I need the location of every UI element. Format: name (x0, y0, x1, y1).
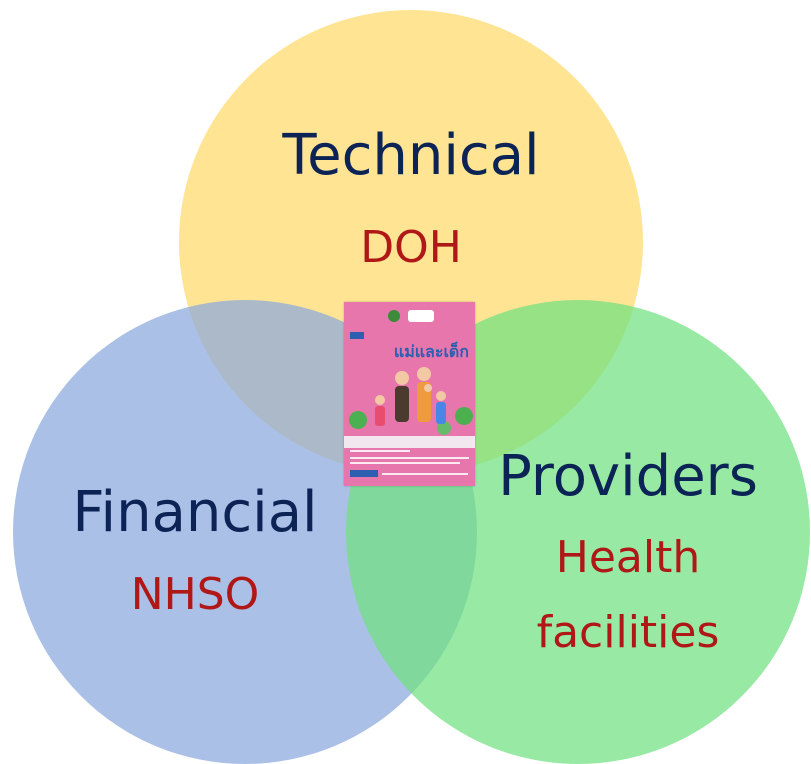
booklet-badge (350, 470, 378, 477)
booklet-text-line (382, 473, 468, 475)
providers-subtitle-line1: Health (555, 532, 701, 583)
booklet-headline: แม่และเด็ก (393, 342, 469, 361)
booklet-cover-image: แม่และเด็ก (344, 302, 475, 486)
technical-title: Technical (282, 123, 540, 188)
family-illustration (344, 367, 475, 448)
booklet-text-line (350, 457, 469, 459)
technical-subtitle: DOH (360, 222, 462, 273)
booklet-text-line (350, 450, 410, 452)
financial-title: Financial (72, 480, 318, 545)
booklet-tagline (350, 332, 365, 339)
providers-subtitle-line2: facilities (536, 607, 720, 658)
booklet-logo-icon (388, 310, 400, 322)
booklet-logo2-icon (408, 310, 434, 322)
providers-title: Providers (498, 444, 758, 509)
financial-subtitle: NHSO (130, 569, 260, 620)
booklet-text-line (350, 462, 460, 464)
